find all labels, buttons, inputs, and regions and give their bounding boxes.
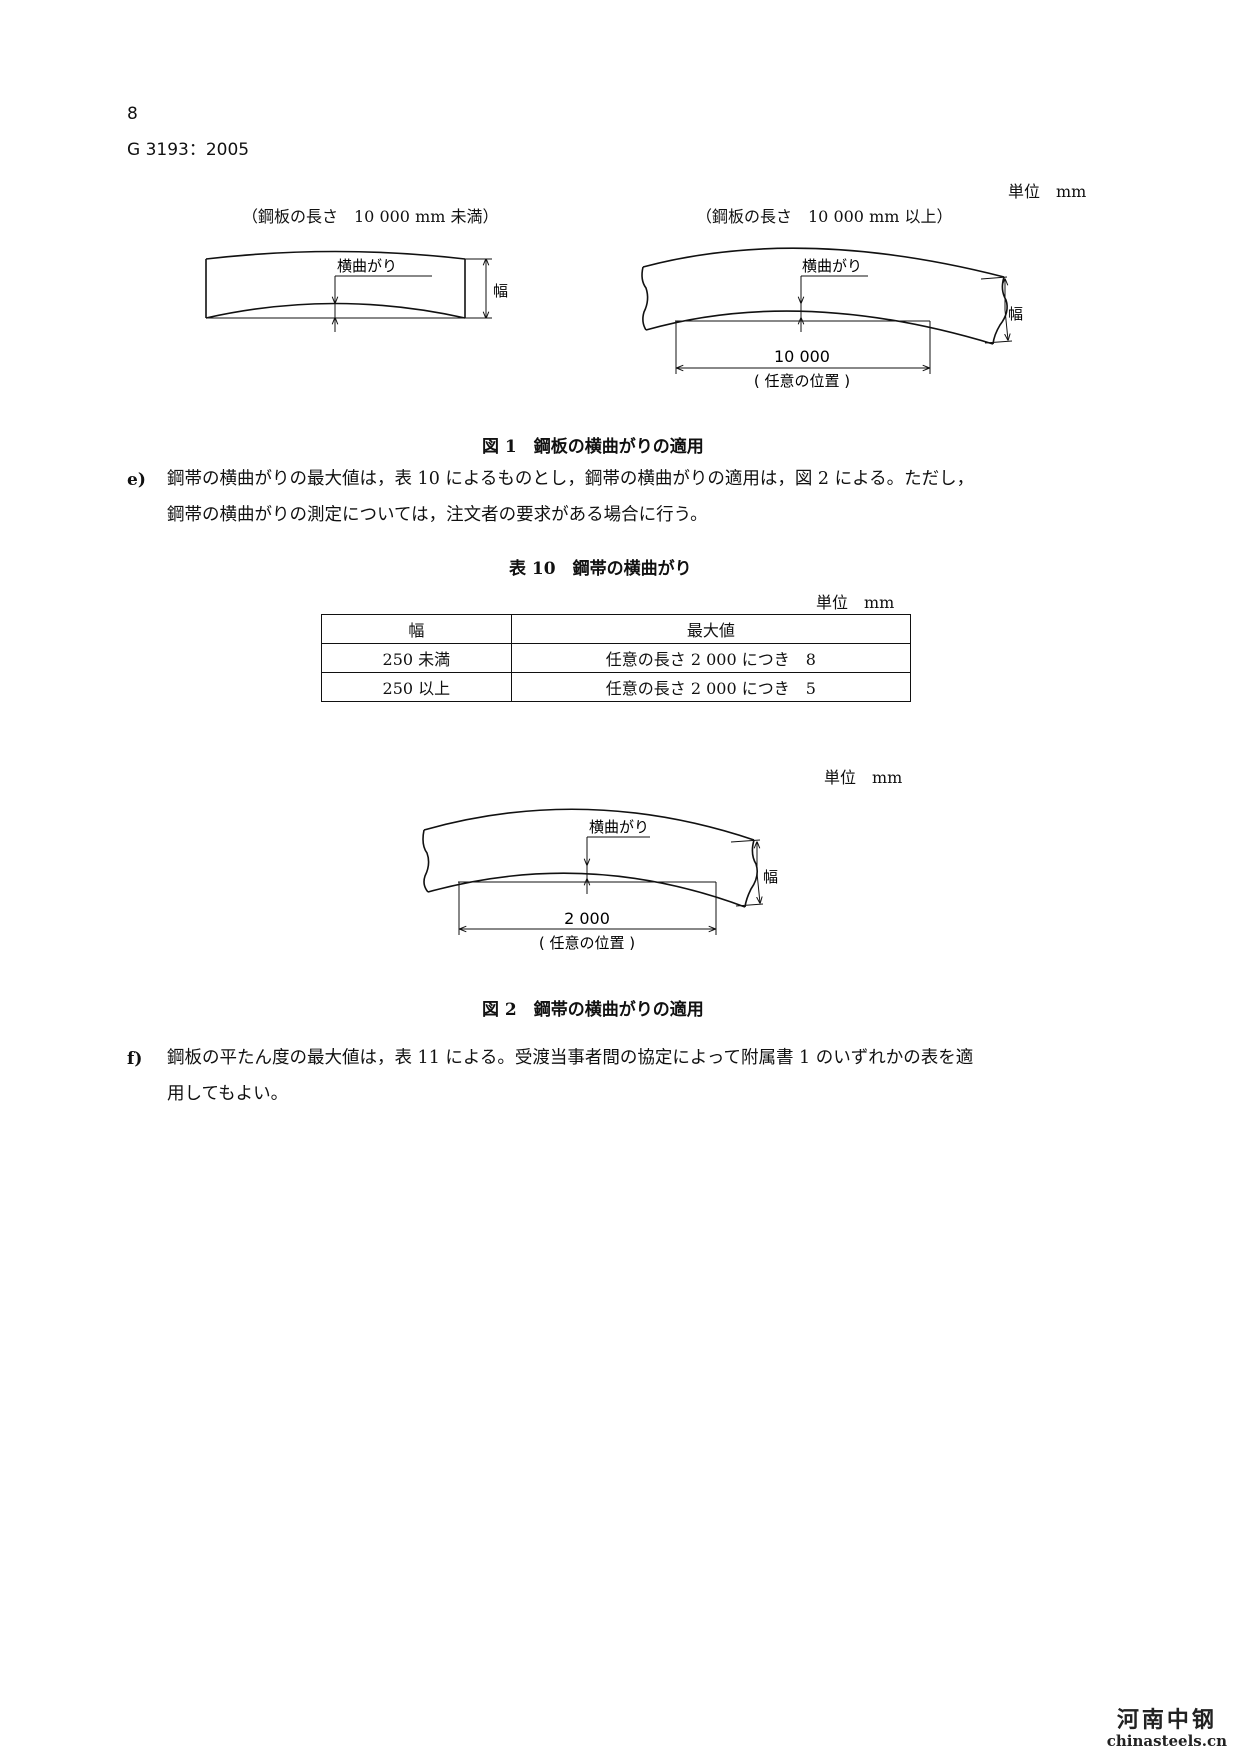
figure2-width-dimension <box>730 839 764 907</box>
figure1-dimension-value: 10 000 <box>774 347 830 366</box>
watermark-cn: 河南中钢 <box>1116 1708 1217 1733</box>
table-cell-width: 250 未満 <box>321 643 512 673</box>
para-f-text: 鋼板の平たん度の最大値は，表 11 による。受渡当事者間の協定によって附属書 1… <box>167 1040 1127 1112</box>
table-row: 250 以上 任意の長さ 2 000 につき 5 <box>321 672 912 702</box>
figure1-right-camber-label: 横曲がり <box>802 257 862 275</box>
figure1-right-width-label: 幅 <box>1008 305 1023 323</box>
figure1-left-camber-dimension <box>206 275 465 332</box>
page-number: 8 <box>127 104 138 124</box>
table10: 幅 最大値 250 未満 任意の長さ 2 000 につき 8 250 以上 任意… <box>321 614 912 702</box>
para-f-line-1: 鋼板の平たん度の最大値は，表 11 による。受渡当事者間の協定によって附属書 1… <box>167 1048 974 1068</box>
figure1-right-plate <box>641 247 1008 345</box>
para-e-line-1: 鋼帯の横曲がりの最大値は，表 10 によるものとし，鋼帯の横曲がりの適用は，図 … <box>167 469 975 489</box>
figure1-diagrams: 横曲がり 幅 横曲がり 幅 10 000 ( 任意の位置 ) <box>205 247 1023 390</box>
watermark-en: chinasteels.cn <box>1106 1732 1227 1750</box>
table10-title: 表 10 鋼帯の横曲がり <box>509 559 692 579</box>
table-header-row: 幅 最大値 <box>321 614 912 644</box>
table10-unit: 単位 mm <box>816 593 895 612</box>
figure1-left-width-label: 幅 <box>493 282 508 300</box>
figure1-dimension-note: ( 任意の位置 ) <box>754 372 850 390</box>
document-id: G 3193：2005 <box>127 140 250 160</box>
figure1-right-caption: （鋼板の長さ 10 000 mm 以上） <box>696 207 953 226</box>
para-e-line-2: 鋼帯の横曲がりの測定については，注文者の要求がある場合に行う。 <box>167 505 708 525</box>
figure2-title: 図 2 鋼帯の横曲がりの適用 <box>482 1000 704 1020</box>
table-cell-maximum: 任意の長さ 2 000 につき 8 <box>510 643 912 673</box>
para-e-text: 鋼帯の横曲がりの最大値は，表 10 によるものとし，鋼帯の横曲がりの適用は，図 … <box>167 461 1127 533</box>
figure1-right-camber-dimension <box>675 275 930 332</box>
table-row: 250 未満 任意の長さ 2 000 につき 8 <box>321 643 912 673</box>
table-cell-width: 250 以上 <box>321 672 512 702</box>
figure1-title: 図 1 鋼板の横曲がりの適用 <box>482 437 704 457</box>
para-e-marker: e) <box>127 470 146 490</box>
figure1-right-length-dimension <box>675 321 931 374</box>
figure2-length-dimension <box>458 882 717 935</box>
figure1-left-width-dimension <box>465 259 492 318</box>
figure2-unit: 単位 mm <box>824 768 903 787</box>
figure1-left-caption: （鋼板の長さ 10 000 mm 未満） <box>242 207 499 226</box>
figure2-width-label: 幅 <box>763 868 778 886</box>
figure2-diagram: 横曲がり 幅 2 000 ( 任意の位置 ) <box>422 808 778 952</box>
watermark: 河南中钢 chinasteels.cn <box>1107 1702 1227 1750</box>
figure1-right-width-dimension <box>980 276 1013 344</box>
para-f-marker: f) <box>127 1049 143 1069</box>
table-header-width: 幅 <box>321 614 512 644</box>
table-header-maximum: 最大値 <box>510 614 912 644</box>
table-cell-maximum: 任意の長さ 2 000 につき 5 <box>510 672 912 702</box>
para-f-line-2: 用してもよい。 <box>167 1084 289 1104</box>
figure2-camber-dimension <box>458 836 716 894</box>
figure2-camber-label: 横曲がり <box>589 818 649 836</box>
figure1-unit: 単位 mm <box>1008 182 1087 201</box>
figure1-left-camber-label: 横曲がり <box>337 257 397 275</box>
figure2-dimension-note: ( 任意の位置 ) <box>539 934 635 952</box>
figure2-dimension-value: 2 000 <box>564 909 610 928</box>
